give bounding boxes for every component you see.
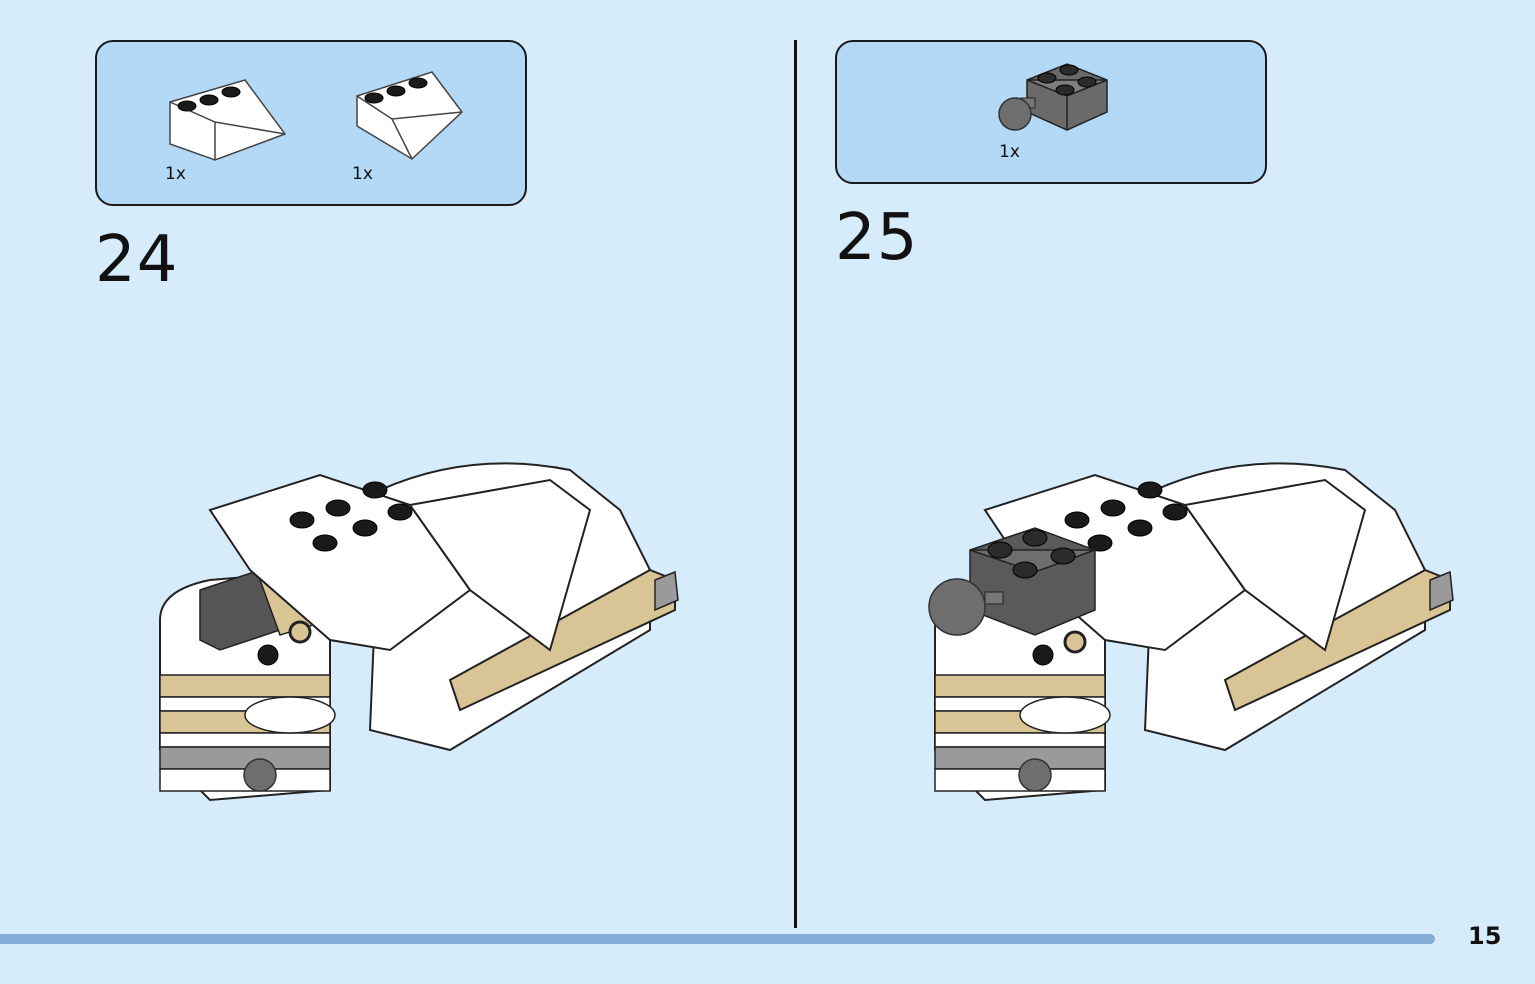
parts-callout-step-25: 1x [835,40,1267,184]
page-number: 15 [1468,922,1502,950]
dark-gray-ball-joint-brick-icon [998,63,1108,131]
white-wedge-slope-icon [356,71,464,160]
step-number-25: 25 [835,201,919,275]
step-number-24: 24 [95,223,179,297]
step-divider [794,40,797,928]
page-progress-bar [0,934,1435,944]
parts-callout-step-24: 1x 1x [95,40,527,206]
step-25-model-illustration [928,462,1454,802]
part-qty: 1x [165,164,186,184]
white-wedge-slope-icon [169,79,287,161]
step-24-model-illustration [159,462,679,802]
part-qty: 1x [999,142,1020,162]
part-qty: 1x [352,164,373,184]
